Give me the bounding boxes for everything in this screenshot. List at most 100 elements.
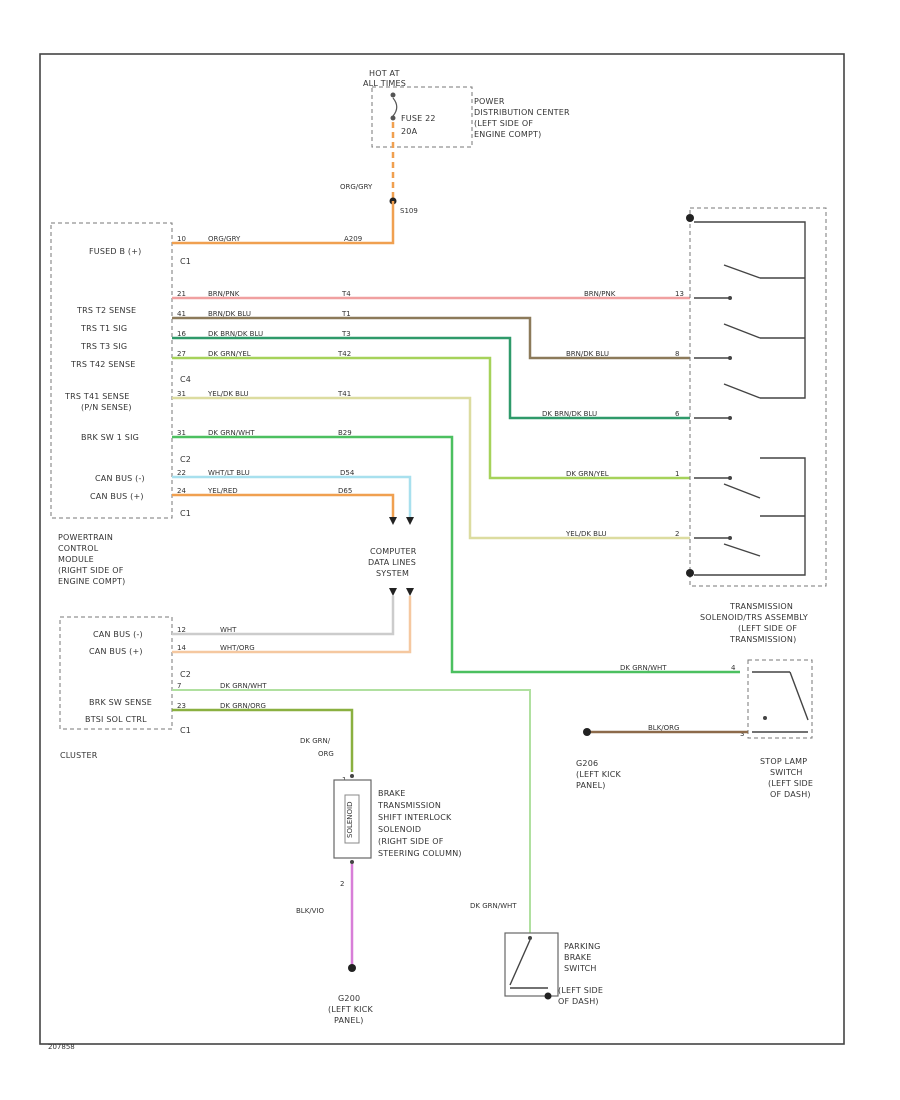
- wire-pcm-can-plus-pin: 24: [177, 487, 186, 495]
- btsi-desc-3: SHIFT INTERLOCK: [378, 813, 452, 822]
- wire-trs-t42-pin: 27: [177, 350, 186, 358]
- trs-assembly: TRANSMISSION SOLENOID/TRS ASSEMBLY (LEFT…: [686, 207, 827, 644]
- trs-wire-6-pin: 6: [675, 410, 680, 418]
- wire-pcm-can-plus-circuit: D65: [338, 487, 352, 495]
- pdc-desc-1: POWER: [474, 97, 505, 106]
- wire-trs-t41-circuit: T41: [337, 390, 351, 398]
- trs-wire-13-color: BRN/PNK: [584, 290, 616, 298]
- parking-brake-switch: PARKING BRAKE SWITCH (LEFT SIDE OF DASH): [504, 932, 603, 1006]
- wire-cluster-can-plus-pin: 14: [177, 644, 186, 652]
- cluster-box: CAN BUS (-) CAN BUS (+) C2 BRK SW SENSE …: [59, 616, 191, 760]
- g200-label: G200: [338, 994, 360, 1003]
- wire-trs-t2-pin: 21: [177, 290, 186, 298]
- trs-desc-1: TRANSMISSION: [729, 602, 793, 611]
- splice-label-1: COMPUTER: [370, 547, 417, 556]
- pcm-pin-pn-sense: (P/N SENSE): [81, 403, 132, 412]
- wire-brk-sw-circuit: B29: [338, 429, 352, 437]
- wire-trs-t3: [172, 336, 690, 420]
- wire-trs-t1-pin: 41: [177, 310, 186, 318]
- cluster-conn-c1: C1: [180, 726, 191, 735]
- parking-brake-desc-1: PARKING: [564, 942, 601, 951]
- trs-wire-1-color: DK GRN/YEL: [566, 470, 609, 478]
- parking-brake-desc-3: SWITCH: [564, 964, 597, 973]
- wire-trs-t3-pin: 16: [177, 330, 186, 338]
- pcm-desc-4: (RIGHT SIDE OF: [58, 566, 124, 575]
- wire-brk-sw-color: DK GRN/WHT: [208, 429, 255, 437]
- pcm-desc-5: ENGINE COMPT): [58, 577, 125, 586]
- wire-cluster-btsi: [172, 708, 354, 772]
- pcm-pin-trs-t41: TRS T41 SENSE: [64, 392, 130, 401]
- pcm-pin-trs-t2: TRS T2 SENSE: [76, 306, 136, 315]
- wire-trs-t1: [172, 316, 690, 360]
- pcm-conn-c4: C4: [180, 375, 191, 384]
- cluster-pin-can-plus: CAN BUS (+): [89, 647, 143, 656]
- fuse-number: FUSE 22: [401, 114, 436, 123]
- cluster-pin-brk-sw: BRK SW SENSE: [89, 698, 152, 707]
- btsi-body-text: SOLENOID: [346, 802, 354, 838]
- wire-trs-t3-circuit: T3: [341, 330, 351, 338]
- ground-g206-icon: [583, 728, 591, 736]
- cluster-pin-can-minus: CAN BUS (-): [93, 630, 143, 639]
- wire-trs-t1-color: BRN/DK BLU: [208, 310, 251, 318]
- g200-desc-2: PANEL): [334, 1016, 364, 1025]
- stop-lamp-desc-1: STOP LAMP: [760, 757, 807, 766]
- trs-wire-6-color: DK BRN/DK BLU: [542, 410, 597, 418]
- wire-cluster-can-minus: [172, 596, 395, 636]
- parking-brake-ground-icon: [544, 992, 552, 1000]
- parking-brake-desc-4: (LEFT SIDE: [558, 986, 603, 995]
- wire-pcm-can-plus-color: YEL/RED: [207, 487, 238, 495]
- wire-brk-sw-sig: [172, 435, 740, 674]
- btsi-wire-color-2: ORG: [318, 750, 334, 758]
- trs-wire-2-pin: 2: [675, 530, 679, 538]
- wire-cluster-can-minus-pin: 12: [177, 626, 186, 634]
- stop-lamp-wire-color: DK GRN/WHT: [620, 664, 667, 672]
- pcm-pin-brk-sw: BRK SW 1 SIG: [81, 433, 139, 442]
- wire-cluster-btsi-color: DK GRN/ORG: [220, 702, 266, 710]
- ground-g200-icon: [348, 964, 356, 972]
- pcm-box: FUSED B (+) C1 TRS T2 SENSE TRS T1 SIG T…: [50, 222, 191, 586]
- can-connector-arrows: [389, 517, 414, 596]
- diagram-frame: [39, 53, 845, 1045]
- wire-cluster-brk-sense-color: DK GRN/WHT: [220, 682, 267, 690]
- pcm-pin-trs-t42: TRS T42 SENSE: [70, 360, 136, 369]
- cluster-conn-c2: C2: [180, 670, 191, 679]
- trs-desc-2: SOLENOID/TRS ASSEMBLY: [700, 613, 808, 622]
- btsi-desc-2: TRANSMISSION: [377, 801, 441, 810]
- wire-pcm-can-plus: [172, 493, 395, 518]
- wire-fused-b-pin: 10: [177, 235, 186, 243]
- btsi-wire-color-1: DK GRN/: [300, 737, 331, 745]
- pcm-pin-fused-b: FUSED B (+): [89, 247, 141, 256]
- wire-fused-b-color: ORG/GRY: [208, 235, 241, 243]
- wire-trs-t41-color: YEL/DK BLU: [207, 390, 249, 398]
- g206-label: G206: [576, 759, 598, 768]
- wire-cluster-can-plus: [172, 596, 412, 654]
- stop-lamp-pin-in: 4: [731, 664, 736, 672]
- btsi-wire-out-color: BLK/VIO: [296, 907, 325, 915]
- pcm-desc-1: POWERTRAIN: [58, 533, 113, 542]
- wire-trs-t42-color: DK GRN/YEL: [208, 350, 251, 358]
- pcm-conn-c1a: C1: [180, 257, 191, 266]
- g200-desc-1: (LEFT KICK: [328, 1005, 374, 1014]
- pcm-pin-trs-t3: TRS T3 SIG: [80, 342, 127, 351]
- parking-brake-desc-5: OF DASH): [558, 997, 599, 1006]
- hot-at-label: HOT AT: [369, 69, 400, 78]
- trs-wire-8-pin: 8: [675, 350, 679, 358]
- wire-cluster-can-plus-color: WHT/ORG: [220, 644, 255, 652]
- wire-pcm-can-minus: [172, 475, 412, 518]
- btsi-desc-4: SOLENOID: [378, 825, 421, 834]
- wire-trs-t3-color: DK BRN/DK BLU: [208, 330, 263, 338]
- wire-cluster-can-minus-color: WHT: [220, 626, 237, 634]
- trs-wire-1-pin: 1: [675, 470, 679, 478]
- btsi-pin-out: 2: [340, 880, 344, 888]
- wire-trs-t41: [172, 396, 690, 540]
- btsi-desc-6: STEERING COLUMN): [378, 849, 462, 858]
- g206-desc-2: PANEL): [576, 781, 606, 790]
- wire-trs-t41-pin: 31: [177, 390, 186, 398]
- pcm-desc-2: CONTROL: [58, 544, 99, 553]
- pcm-pin-trs-t1: TRS T1 SIG: [80, 324, 127, 333]
- trs-wire-2-color: YEL/DK BLU: [565, 530, 607, 538]
- btsi-solenoid: DK GRN/ ORG 1 SOLENOID 2 BRAKE TRANSMISS…: [300, 737, 462, 888]
- trs-wire-8-color: BRN/DK BLU: [566, 350, 609, 358]
- wire-cluster-btsi-pin: 23: [177, 702, 186, 710]
